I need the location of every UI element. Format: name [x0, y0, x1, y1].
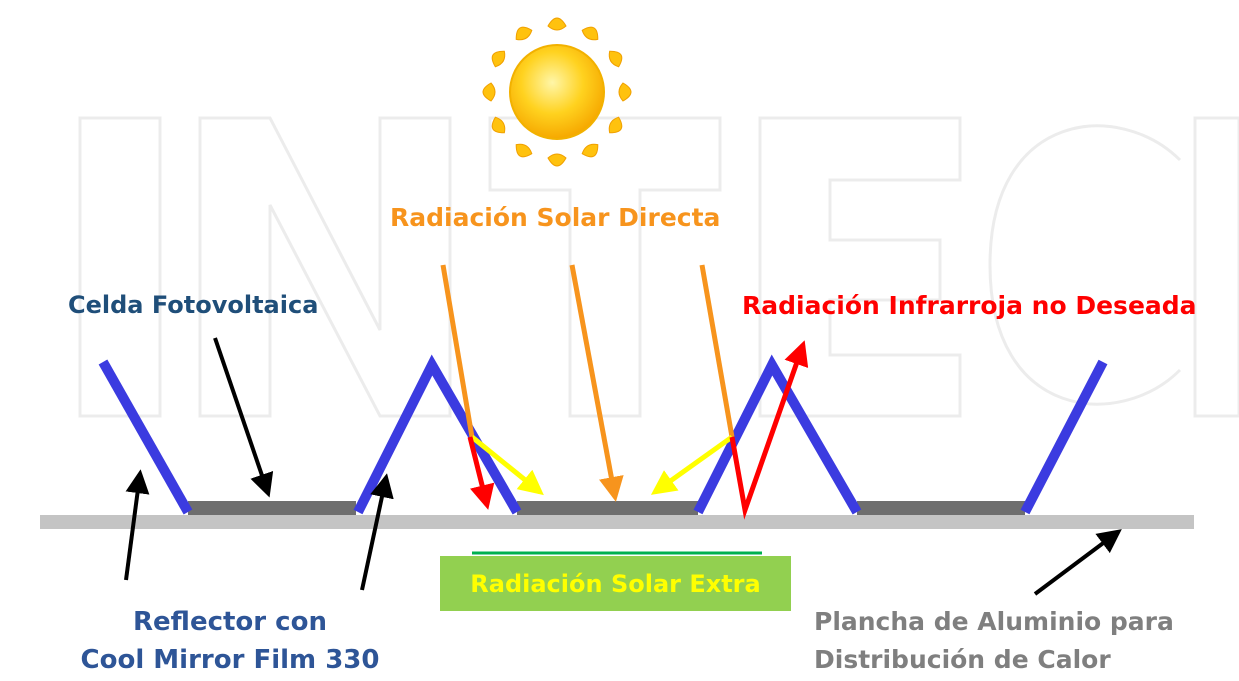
plate-label: Plancha de Aluminio para Distribución de… [814, 603, 1174, 679]
plate-pointer [1033, 529, 1122, 596]
direct-radiation-label: Radiación Solar Directa [390, 203, 721, 232]
reflector-pointer-left [124, 469, 150, 581]
reflector-label-line1: Reflector con [133, 607, 327, 637]
reflector [353, 354, 522, 515]
reflector [693, 354, 862, 515]
reflector-label-line2: Cool Mirror Film 330 [80, 645, 380, 675]
pv-cell [517, 501, 698, 515]
extra-radiation-box [440, 556, 791, 611]
direct-ray [440, 264, 475, 438]
reflectors [98, 354, 1108, 515]
pv-cell-pointer [213, 337, 274, 498]
extra-radiation-label: Radiación Solar Extra [470, 569, 761, 598]
reflected-ray [650, 434, 734, 495]
infrared-ray [729, 340, 809, 520]
infrared-arrows [467, 340, 809, 520]
plate-label-line1: Plancha de Aluminio para [814, 607, 1174, 636]
extra-radiation-label-box: Radiación Solar Extra [440, 556, 791, 611]
plate-label-line2: Distribución de Calor [814, 645, 1111, 674]
watermark-logo [78, 116, 1239, 418]
pointer-arrows [124, 337, 1122, 596]
pv-cell [857, 501, 1025, 515]
infrared-ray [467, 436, 495, 510]
pv-cell-label: Celda Fotovoltaica [68, 291, 319, 319]
sun-icon [482, 17, 632, 167]
reflector [1020, 359, 1108, 515]
reflector-label: Reflector con Cool Mirror Film 330 [40, 603, 420, 679]
reflector [98, 359, 193, 515]
extra-radiation-arrows [470, 434, 734, 496]
pv-cells [188, 501, 1025, 515]
reflected-ray [470, 435, 544, 496]
pv-cell [188, 501, 356, 515]
direct-ray [699, 264, 735, 438]
infrared-label: Radiación Infrarroja no Deseada [742, 291, 1197, 320]
direct-ray [569, 264, 624, 502]
direct-radiation-arrows [440, 264, 735, 502]
aluminum-plate [40, 515, 1194, 529]
reflector-pointer-right [360, 473, 394, 591]
